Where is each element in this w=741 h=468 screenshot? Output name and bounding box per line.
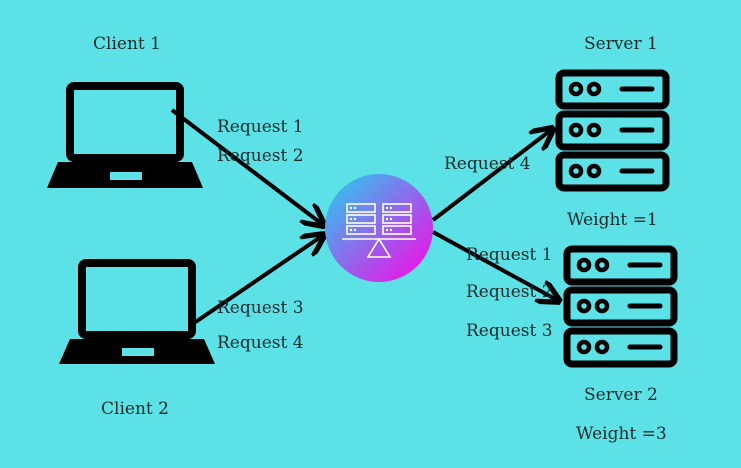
client-1-label: Client 1 <box>93 34 161 54</box>
client-2-label: Client 2 <box>101 399 169 419</box>
server-1-request-4: Request 4 <box>444 154 531 174</box>
server-1-label: Server 1 <box>584 34 658 54</box>
server-2-rack-icon <box>563 245 678 368</box>
client-2-laptop-icon <box>59 259 215 364</box>
client-1-request-2: Request 2 <box>217 146 304 166</box>
server-2-request-1: Request 1 <box>466 245 553 265</box>
server-2-request-3: Request 3 <box>466 321 553 341</box>
client-2-request-3: Request 3 <box>217 298 304 318</box>
server-1-weight: Weight =1 <box>567 210 658 230</box>
client-1-request-1: Request 1 <box>217 117 304 137</box>
server-2-request-2: Request 2 <box>466 282 553 302</box>
client-1-laptop-icon <box>47 82 203 188</box>
server-2-weight: Weight =3 <box>576 424 667 444</box>
arrow-balancer-to-server1 <box>431 130 551 222</box>
arrow-client1-to-balancer <box>170 108 322 224</box>
server-1-rack-icon <box>555 69 670 192</box>
load-balancer-icon <box>325 174 433 282</box>
client-2-request-4: Request 4 <box>217 333 304 353</box>
server-2-label: Server 2 <box>584 385 658 405</box>
arrow-client2-to-balancer <box>192 236 322 325</box>
arrow-balancer-to-server2 <box>432 230 557 300</box>
